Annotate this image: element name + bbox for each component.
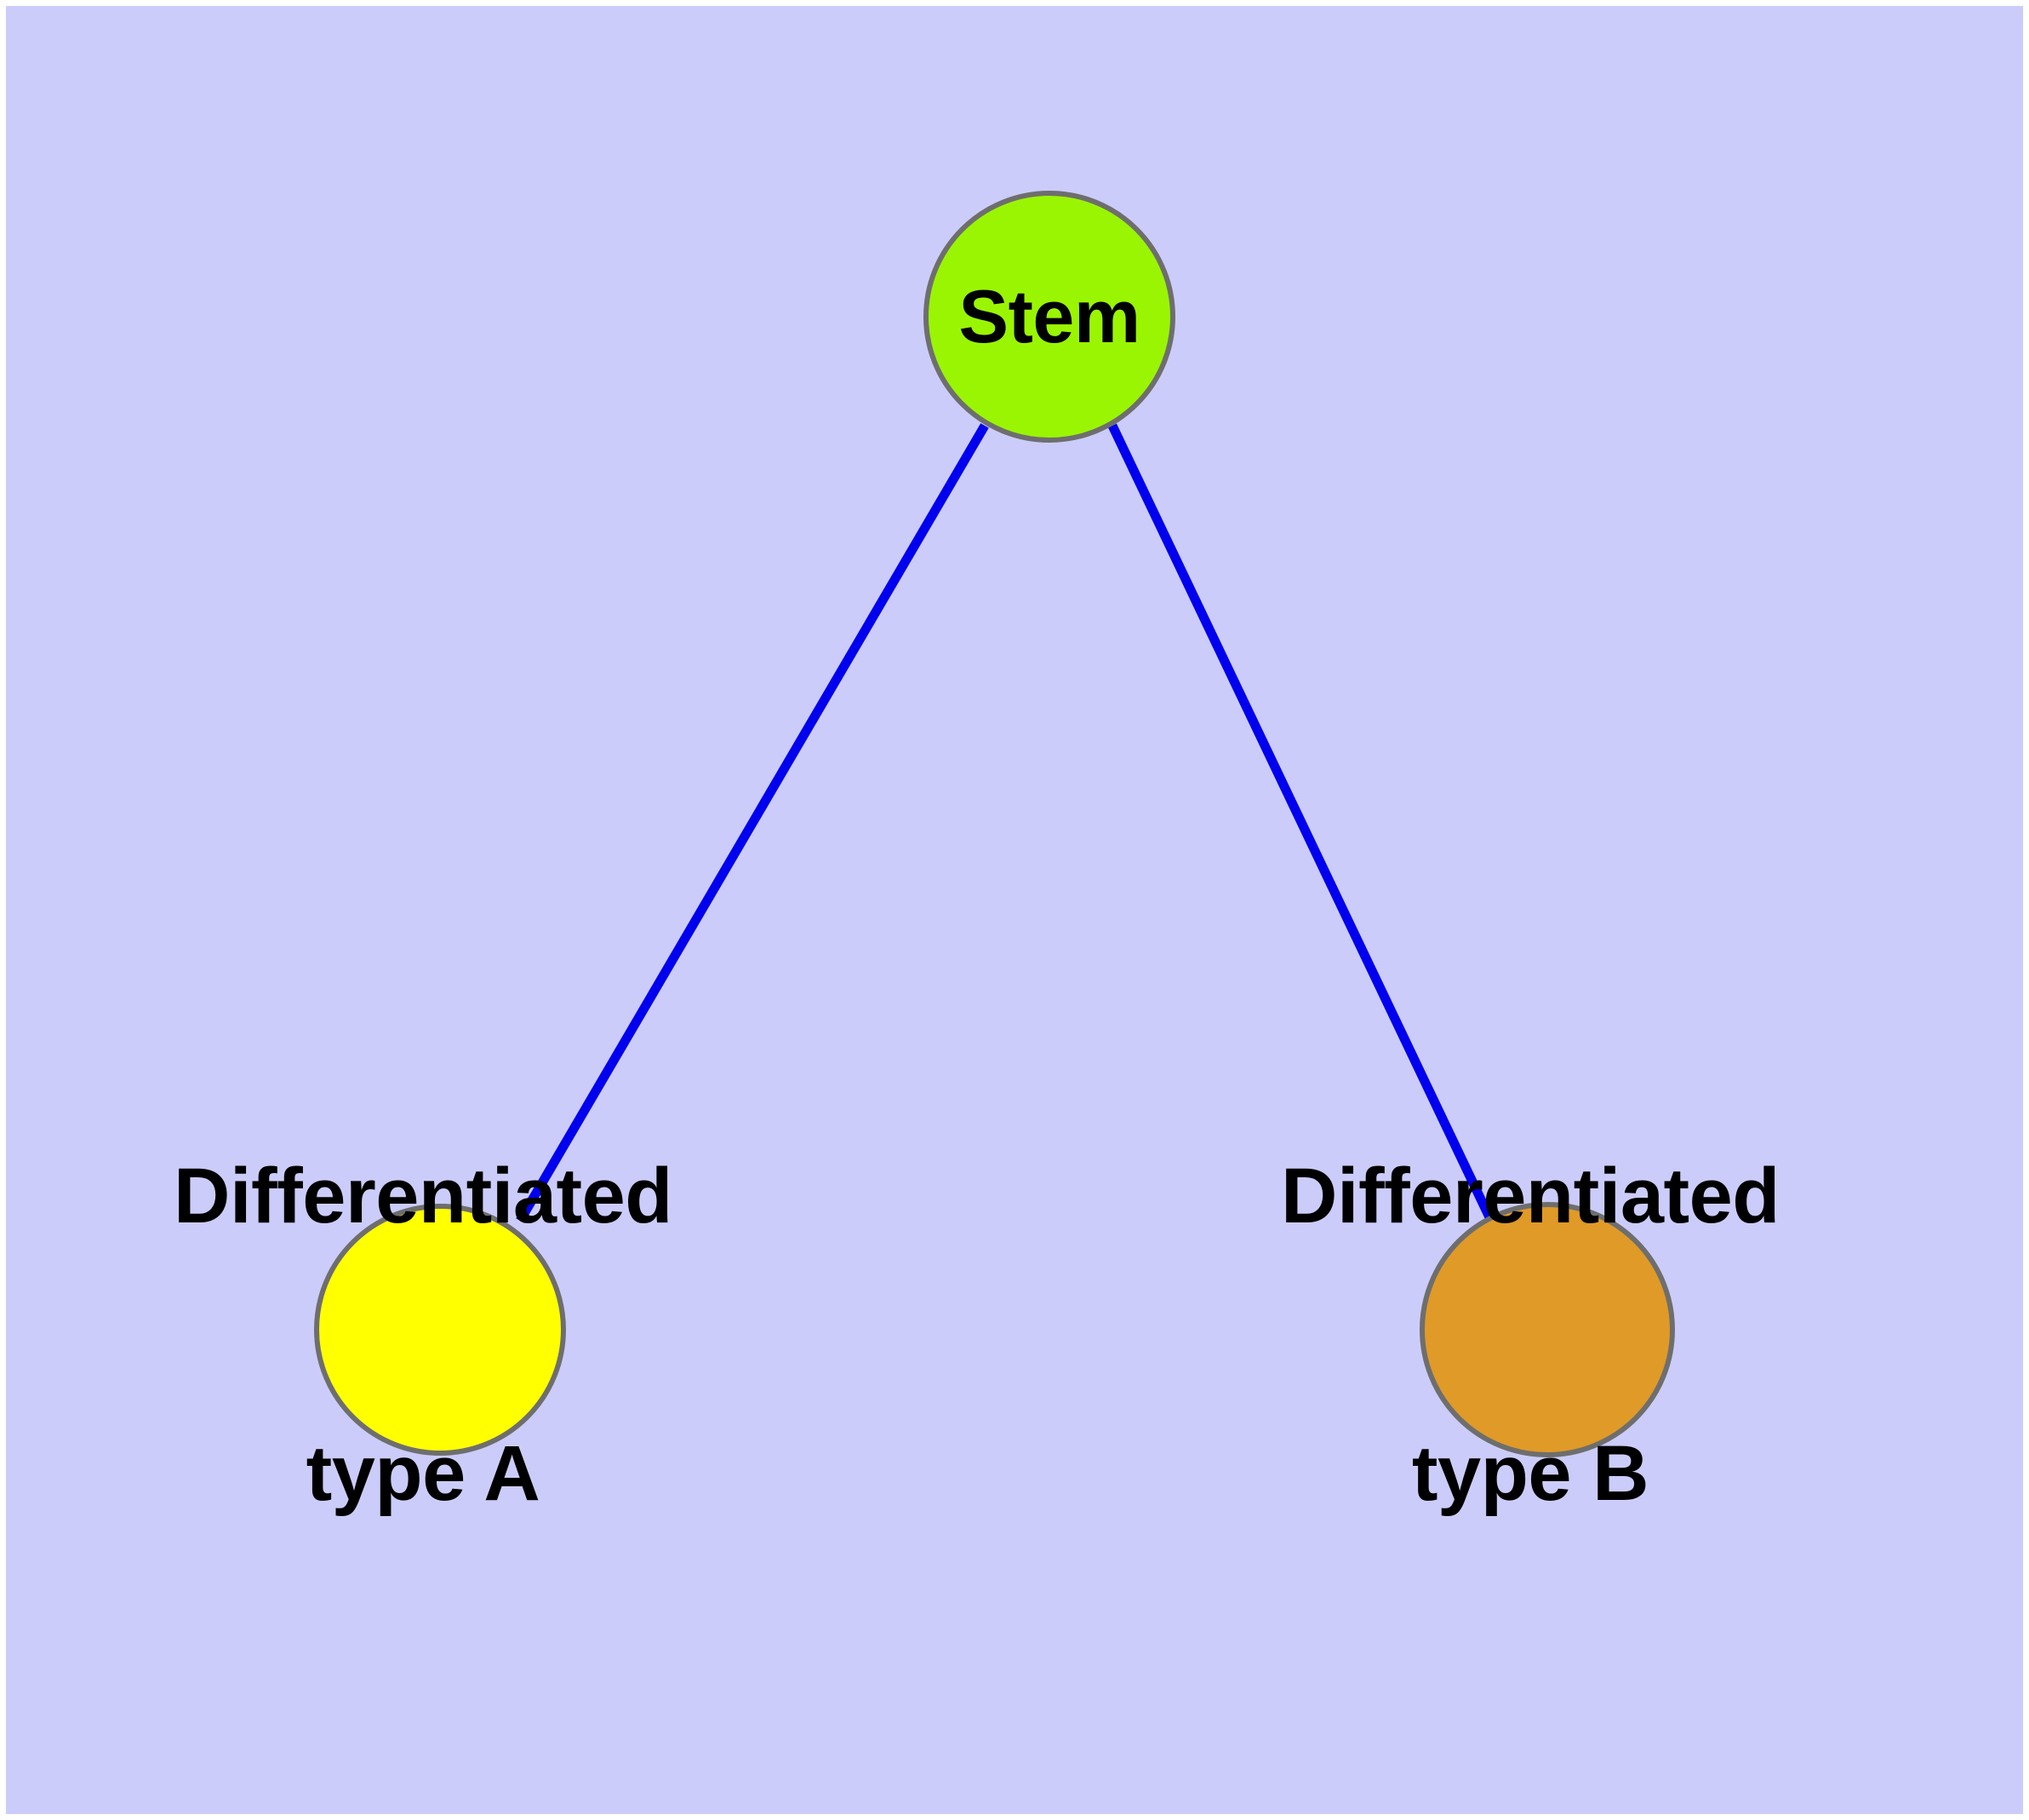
edge-layer [516,423,1495,1223]
node-layer [314,191,1675,1457]
node-stem-circle[interactable] [923,191,1175,443]
edge-stem-to-differentiated-type-a[interactable] [516,423,989,1223]
edge-stem-to-differentiated-type-b[interactable] [1108,423,1495,1222]
node-differentiated-type-a-circle[interactable] [314,1204,566,1456]
node-differentiated-type-b-circle[interactable] [1420,1202,1675,1457]
